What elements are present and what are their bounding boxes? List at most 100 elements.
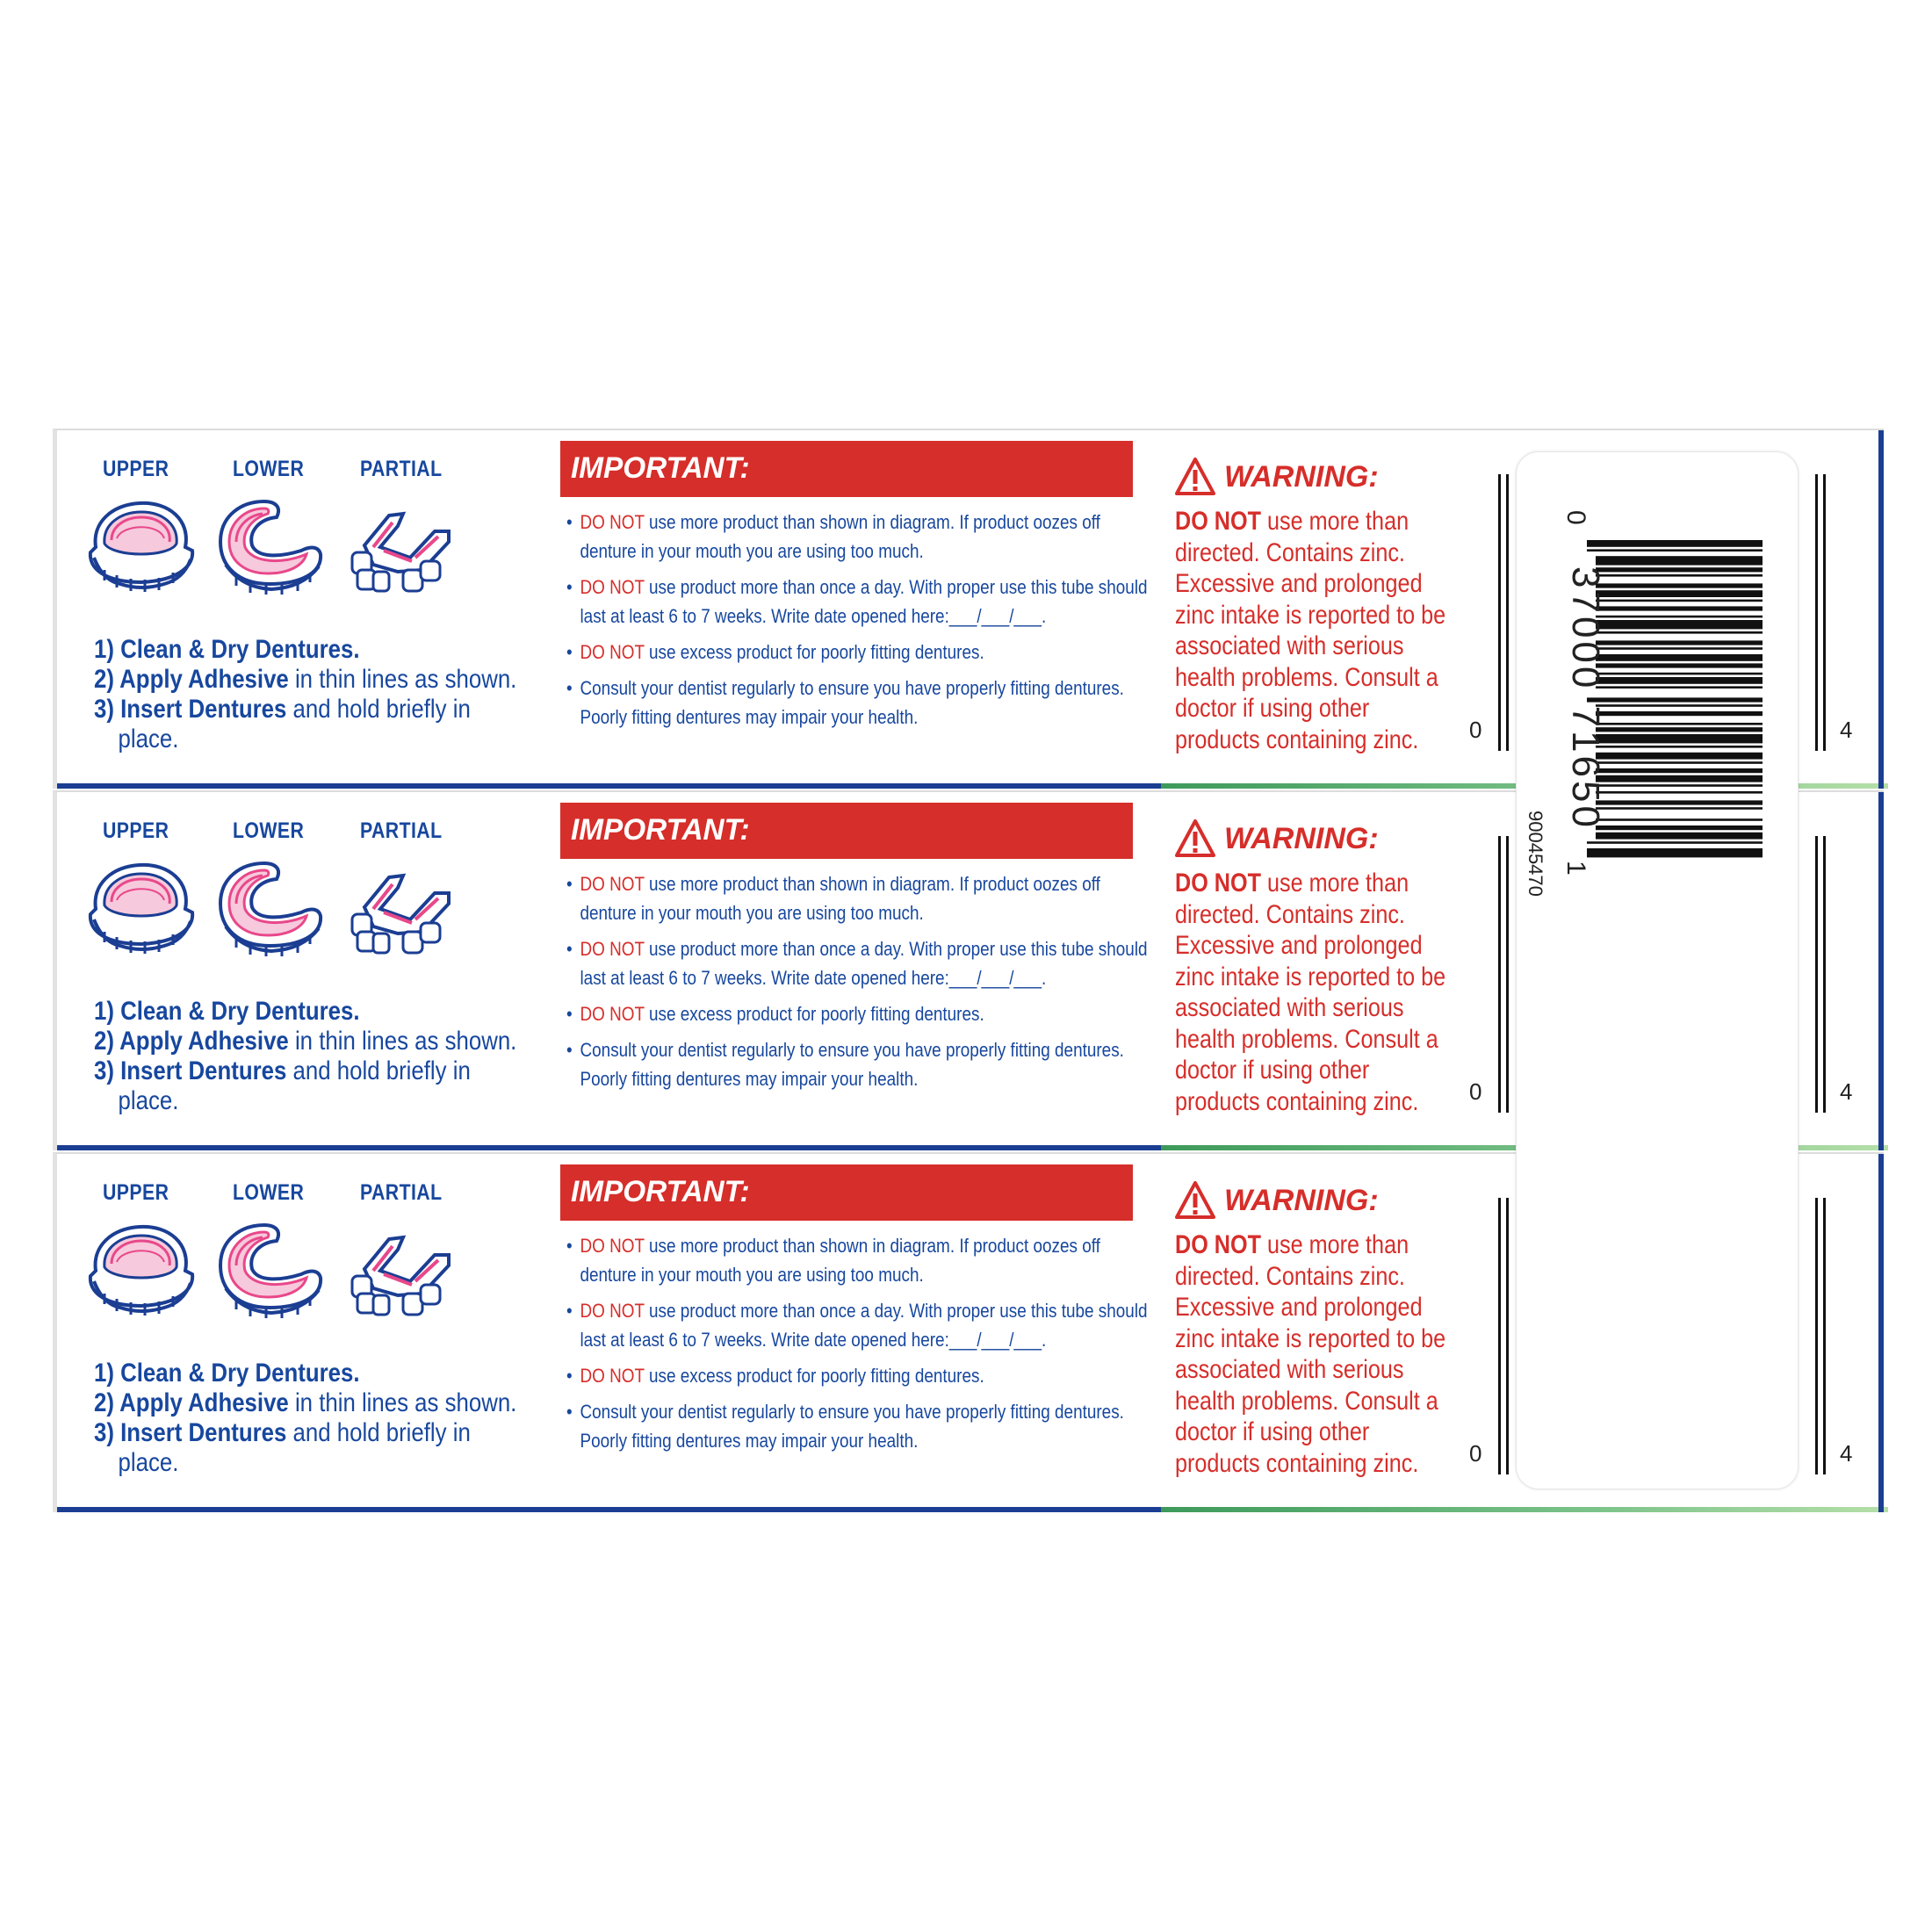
step-3-continued: place. [118, 1086, 179, 1115]
upper-denture-icon [88, 862, 195, 954]
warning-line-4: zinc intake is reported to be [1175, 600, 1446, 630]
barcode-bar [1596, 686, 1763, 688]
guard-bars-left [1498, 1198, 1510, 1474]
warning-text: DO NOT use more than directed. Contains … [1175, 1229, 1465, 1479]
upper-denture-icon [88, 1224, 195, 1316]
bullet-3: DO NOT use excess product for poorly fit… [566, 999, 1154, 1028]
barcode-bar [1596, 761, 1763, 764]
application-steps: 1) Clean & Dry Dentures. 2) Apply Adhesi… [94, 635, 586, 754]
step-1: 1) Clean & Dry Dentures. [94, 1359, 360, 1388]
application-steps: 1) Clean & Dry Dentures. 2) Apply Adhesi… [94, 997, 586, 1116]
step-3-continued: place. [118, 724, 179, 753]
partial-denture-icon [350, 1235, 451, 1316]
barcode-bar [1596, 567, 1763, 573]
warning-line-2: directed. Contains zinc. [1175, 1261, 1405, 1291]
type-label-upper: UPPER [103, 818, 169, 843]
barcode-bar [1596, 727, 1763, 732]
warning-line-6: health problems. Consult a [1175, 1386, 1438, 1416]
barcode-bar [1596, 711, 1763, 717]
barcode-bar [1596, 704, 1763, 707]
warning-triangle-icon [1175, 1181, 1215, 1219]
step-3: 3) Insert Dentures and hold briefly in [94, 1418, 471, 1447]
warning-line-7: doctor if using other [1175, 1056, 1370, 1085]
barcode-bar [1596, 583, 1763, 588]
warning-line-3: Excessive and prolonged [1175, 931, 1423, 960]
warning-text: DO NOT use more than directed. Contains … [1175, 868, 1465, 1117]
important-title: IMPORTANT: [571, 451, 750, 485]
barcode-bar [1596, 631, 1763, 634]
guard-bars-right [1815, 1198, 1827, 1474]
barcode-main-digits: 37000 71650 [1564, 566, 1607, 831]
step-2: 2) Apply Adhesive in thin lines as shown… [94, 1027, 517, 1056]
barcode: 0 37000 71650 1 90045470 [1525, 510, 1763, 897]
lower-denture-icon [218, 1222, 323, 1318]
barcode-bar [1596, 734, 1763, 744]
barcode-bar [1587, 841, 1763, 844]
right-edge-stripe [1878, 1154, 1884, 1512]
warning-line-1: DO NOT use more than [1175, 869, 1409, 898]
barcode-bar [1596, 599, 1763, 602]
barcode-bar [1587, 697, 1763, 703]
important-header: IMPORTANT: [560, 1164, 1133, 1221]
type-label-lower: LOWER [233, 1180, 305, 1205]
left-guard-digit: 0 [1469, 717, 1482, 743]
barcode-label: 0 37000 71650 1 90045470 [1516, 451, 1799, 1489]
barcode-bar [1596, 606, 1763, 611]
barcode-bar [1596, 574, 1763, 577]
bullet-4: Consult your dentist regularly to ensure… [566, 674, 1154, 732]
right-edge-stripe [1878, 430, 1884, 789]
barcode-bar [1596, 818, 1763, 821]
barcode-bar [1587, 848, 1763, 858]
bullet-2: DO NOT use product more than once a day.… [566, 1296, 1154, 1354]
barcode-bar [1596, 746, 1763, 748]
warning-line-7: doctor if using other [1175, 694, 1370, 723]
barcode-bar [1596, 723, 1763, 725]
important-bullets: DO NOT use more product than shown in di… [566, 1231, 1181, 1462]
right-guard-digit: 4 [1840, 1078, 1853, 1105]
bullet-1: DO NOT use more product than shown in di… [566, 508, 1154, 566]
barcode-bar [1596, 832, 1763, 840]
step-3-continued: place. [118, 1448, 179, 1477]
bottom-stripe-blue [57, 783, 1161, 789]
left-guard-digit: 0 [1469, 1440, 1482, 1467]
type-label-partial: PARTIAL [360, 1180, 443, 1205]
bottom-stripe-blue [57, 1507, 1161, 1512]
bullet-3: DO NOT use excess product for poorly fit… [566, 638, 1154, 667]
warning-line-4: zinc intake is reported to be [1175, 1323, 1446, 1353]
barcode-bar [1596, 784, 1763, 787]
important-title: IMPORTANT: [571, 1175, 750, 1208]
barcode-bar [1596, 615, 1763, 618]
important-bullets: DO NOT use more product than shown in di… [566, 869, 1181, 1100]
right-edge-stripe [1878, 792, 1884, 1150]
lower-denture-icon [218, 861, 323, 956]
bullet-1: DO NOT use more product than shown in di… [566, 869, 1154, 927]
barcode-bar [1596, 791, 1763, 794]
bottom-stripe-blue [57, 1145, 1161, 1150]
barcode-bar [1596, 647, 1763, 650]
barcode-lead-digit: 0 [1561, 510, 1590, 525]
bullet-2: DO NOT use product more than once a day.… [566, 573, 1154, 631]
type-label-upper: UPPER [103, 457, 169, 481]
guard-bars-left [1498, 474, 1510, 751]
bullet-2: DO NOT use product more than once a day.… [566, 934, 1154, 992]
barcode-bar [1587, 549, 1763, 551]
important-header: IMPORTANT: [560, 441, 1133, 497]
important-header: IMPORTANT: [560, 803, 1133, 859]
step-3: 3) Insert Dentures and hold briefly in [94, 1056, 471, 1085]
warning-line-1: DO NOT use more than [1175, 1230, 1409, 1259]
application-steps: 1) Clean & Dry Dentures. 2) Apply Adhesi… [94, 1359, 586, 1478]
barcode-bar [1596, 775, 1763, 782]
warning-line-3: Excessive and prolonged [1175, 569, 1423, 598]
type-label-partial: PARTIAL [360, 818, 443, 843]
warning-line-2: directed. Contains zinc. [1175, 537, 1405, 567]
warning-triangle-icon [1175, 458, 1215, 495]
important-bullets: DO NOT use more product than shown in di… [566, 508, 1181, 739]
warning-line-5: associated with serious [1175, 993, 1404, 1022]
bullet-1: DO NOT use more product than shown in di… [566, 1231, 1154, 1289]
barcode-bar [1596, 768, 1763, 774]
barcode-bar [1596, 677, 1763, 684]
partial-denture-icon [350, 873, 451, 955]
barcode-bar [1596, 800, 1763, 805]
warning-triangle-icon [1175, 819, 1215, 857]
barcode-bar [1596, 640, 1763, 645]
